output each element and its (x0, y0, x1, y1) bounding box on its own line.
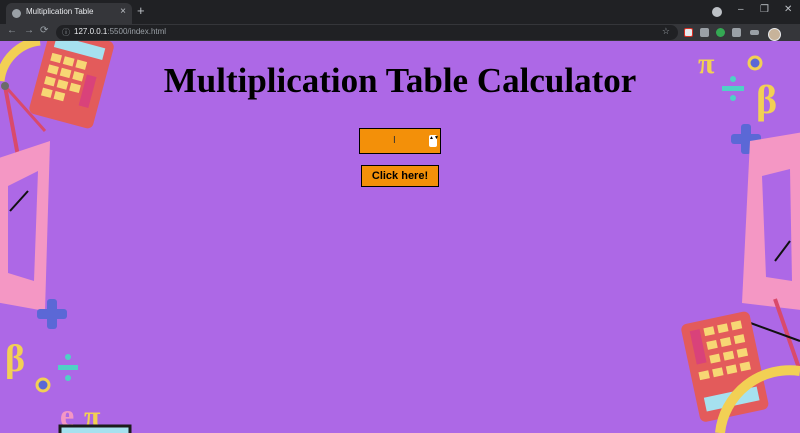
calculator-icon (681, 311, 769, 422)
compass-icon (1, 82, 47, 157)
dot-icon (747, 55, 763, 71)
url-host: 127.0.0.1 (74, 27, 108, 36)
divide-icon (58, 354, 78, 381)
arrow-icon (774, 240, 791, 262)
globe-icon (12, 9, 21, 18)
arrow-icon (9, 190, 29, 212)
compass-icon (744, 298, 800, 372)
math-decoration-background: β e π π β (0, 41, 800, 433)
browser-toolbar: ← → ⟳ ⓘ 127.0.0.1:5500/index.html ☆ ⋮ (0, 24, 800, 62)
page-title: Multiplication Table Calculator (163, 61, 637, 100)
extension-icon[interactable] (684, 28, 693, 37)
tab-title: Multiplication Table (26, 7, 94, 16)
extension-icon[interactable] (716, 28, 725, 37)
forward-button[interactable]: → (24, 25, 34, 36)
window-close-button[interactable]: ✕ (784, 4, 793, 15)
tab-close-icon[interactable]: × (120, 6, 126, 17)
protractor-icon (715, 365, 800, 433)
ruler-triangle-icon (0, 141, 50, 311)
new-tab-button[interactable]: + (137, 3, 145, 18)
dot-icon (35, 377, 51, 393)
site-info-icon[interactable]: ⓘ (62, 28, 70, 37)
divide-icon (722, 76, 744, 101)
profile-avatar[interactable] (768, 28, 781, 41)
beta-icon: β (756, 77, 777, 122)
reload-button[interactable]: ⟳ (40, 25, 49, 36)
protractor-icon (0, 41, 41, 82)
tab-multiplication-table[interactable]: Multiplication Table × (6, 3, 132, 24)
plus-icon (37, 299, 67, 329)
tab-search-icon[interactable] (712, 7, 722, 17)
bookmark-star-icon[interactable]: ☆ (661, 26, 670, 36)
alpha-icon: e (60, 397, 74, 433)
minimize-button[interactable]: – (738, 4, 744, 15)
url-text: 127.0.0.1:5500/index.html (74, 27, 166, 36)
ruler-triangle-icon (742, 132, 800, 310)
url-path: :5500/index.html (107, 27, 167, 36)
restore-button[interactable]: ❐ (760, 4, 769, 15)
reading-list-icon[interactable] (750, 30, 759, 35)
address-bar[interactable]: ⓘ 127.0.0.1:5500/index.html ☆ (56, 25, 678, 40)
page-viewport: β e π π β (0, 41, 800, 433)
ruler-icon (58, 424, 132, 433)
spinner-icon[interactable]: ▲▼ (429, 135, 439, 147)
extension-icon[interactable] (700, 28, 709, 37)
calculator-icon (29, 41, 114, 129)
back-button[interactable]: ← (7, 25, 17, 36)
beta-icon: β (5, 338, 25, 380)
tab-strip: Multiplication Table × + – ❐ ✕ (0, 0, 800, 24)
text-cursor-icon: I (393, 135, 396, 146)
number-input[interactable]: I ▲▼ (359, 128, 441, 154)
click-here-button[interactable]: Click here! (361, 165, 439, 187)
puzzle-icon[interactable] (732, 28, 741, 37)
pi-icon: π (698, 47, 715, 80)
